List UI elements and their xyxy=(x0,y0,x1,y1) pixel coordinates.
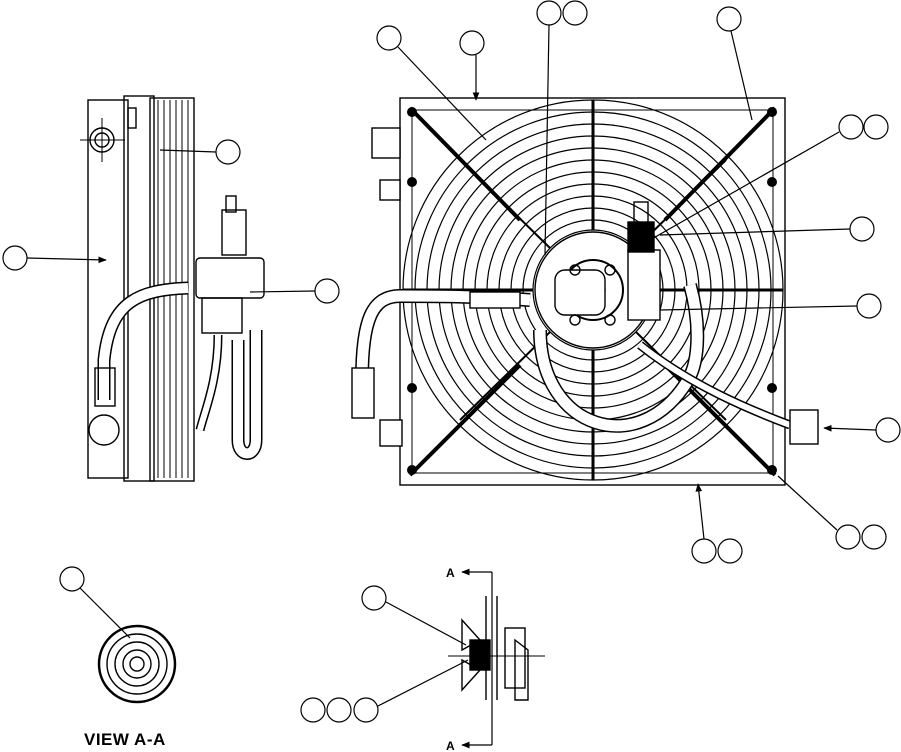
callout-balloon xyxy=(326,697,352,723)
callout-balloon xyxy=(863,114,889,140)
callout-balloon xyxy=(2,245,28,271)
callout-balloon xyxy=(562,0,588,26)
side-view xyxy=(80,95,265,482)
callout-balloon xyxy=(376,25,402,51)
front-view xyxy=(351,97,819,486)
side-leaders xyxy=(2,139,340,304)
side-valve xyxy=(221,209,247,256)
callout-balloon xyxy=(835,524,861,550)
section-detail xyxy=(448,568,545,749)
callout-balloon xyxy=(536,0,562,26)
control-valve-block xyxy=(627,249,661,321)
fitting-section xyxy=(97,624,177,704)
top-port-fitting xyxy=(371,127,401,159)
callout-balloon xyxy=(361,585,387,611)
section-marker-bottom: A xyxy=(446,739,455,752)
callout-balloon xyxy=(875,417,901,443)
view-caption: VIEW A-A xyxy=(84,730,166,749)
section-leaders xyxy=(300,585,469,723)
callout-balloon xyxy=(838,114,864,140)
motor-body xyxy=(554,269,606,316)
front-elbow-fitting xyxy=(789,409,819,445)
section-marker-top: A xyxy=(446,566,455,580)
callout-balloon xyxy=(459,30,485,56)
callout-balloon xyxy=(215,139,241,165)
callout-balloon xyxy=(59,566,85,592)
callout-balloon xyxy=(353,697,379,723)
front-leaders xyxy=(376,0,901,564)
mounting-bolts xyxy=(407,107,777,475)
callout-balloon xyxy=(300,697,326,723)
callout-balloon xyxy=(716,6,742,32)
view-a-a-detail xyxy=(59,566,177,704)
callout-balloon xyxy=(314,278,340,304)
callout-balloon xyxy=(861,524,887,550)
callout-balloon xyxy=(691,538,717,564)
front-hose-fitting-left xyxy=(351,367,375,419)
callout-balloon xyxy=(849,216,875,242)
side-hose-fitting xyxy=(94,367,116,407)
callout-balloon xyxy=(717,538,743,564)
callout-balloon xyxy=(856,293,882,319)
side-frame xyxy=(87,99,129,479)
solenoid-valve xyxy=(627,221,655,253)
